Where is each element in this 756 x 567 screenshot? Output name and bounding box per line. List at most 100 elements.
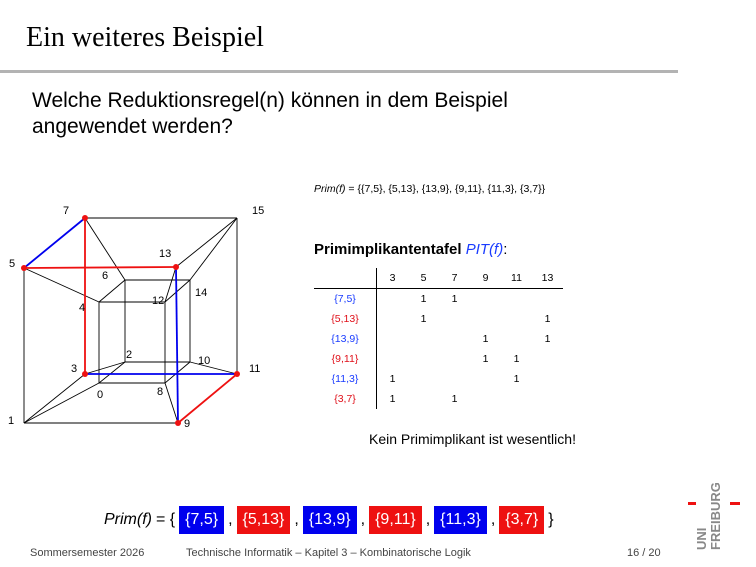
table-cell [470,289,501,310]
vertex-label-12: 12 [152,295,164,307]
connecting-edges [23,217,238,424]
table-cell [532,289,563,310]
prime-implicant-chip: {13,9} [302,506,357,534]
blue-edges [23,217,237,424]
university-logo: UNI FREIBURG [688,482,740,550]
table-cell [470,309,501,329]
table-cell [501,309,532,329]
table-cell: 1 [451,393,458,405]
pit-heading-text: Primimplikantentafel [314,241,462,258]
table-cell [532,369,563,389]
logo-text-uni: UNI [694,528,709,550]
pit-heading: Primimplikantentafel PIT(f): [314,241,507,258]
row-header: {5,13} [314,309,377,329]
row-header: {7,5} [314,288,377,309]
table-cell: 1 [482,353,489,365]
row-header: {13,9} [314,329,377,349]
table-cell: 1 [420,293,427,305]
vertex-label-14: 14 [195,287,207,299]
vertex-label-15: 15 [252,205,264,217]
table-cell: 1 [544,333,551,345]
table-cell: 1 [420,313,427,325]
vertex-labels: 0 1 2 3 4 5 6 7 8 9 10 11 12 13 14 15 [8,205,264,430]
column-header: 9 [470,268,501,289]
column-header: 11 [501,268,532,289]
logo-text-freiburg: FREIBURG [708,482,723,550]
table-cell [408,329,439,349]
row-header: {11,3} [314,369,377,389]
prim-label: Prim(f) [314,183,346,195]
table-cell [377,289,409,310]
vertex-label-5: 5 [9,258,15,270]
table-row: {13,9} 1 1 [314,329,563,349]
table-cell [501,289,532,310]
table-cell [501,329,532,349]
vertex-label-13: 13 [159,248,171,260]
column-header: 13 [532,268,563,289]
table-cell [439,349,470,369]
table-cell: 1 [482,333,489,345]
pit-colon: : [503,241,508,258]
prim-bottom-close: } [548,511,554,528]
prim-expression: = {{7,5}, {5,13}, {13,9}, {9,11}, {11,3}… [345,183,546,195]
chip-separator: , [360,511,366,528]
footer-course: Technische Informatik – Kapitel 3 – Komb… [186,547,471,559]
table-cell [532,349,563,369]
table-corner [314,268,377,289]
table-cell: 1 [513,373,520,385]
essential-notice: Kein Primimplikant ist wesentlich! [369,431,576,447]
prim-bottom-label: Prim(f) [104,511,152,528]
prime-implicant-chip: {9,11} [369,506,422,534]
marked-vertices [21,215,240,426]
title-rule [0,70,678,73]
footer-semester: Sommersemester 2026 [30,547,145,559]
column-header: 5 [408,268,439,289]
table-cell [377,349,409,369]
chip-separator: , [490,511,496,528]
table-row: {11,3} 1 1 [314,369,563,389]
prim-chips-formula: Prim(f) = { {7,5},{5,13},{13,9},{9,11},{… [104,506,554,534]
pit-symbol: PIT(f) [465,241,504,258]
table-cell [501,389,532,409]
prime-implicant-chip: {5,13} [236,506,291,534]
column-header: 3 [376,268,408,289]
table-row: {3,7} 1 1 [314,389,563,409]
table-cell: 1 [389,373,396,385]
vertex-label-0: 0 [97,389,103,401]
prime-implicant-chip: {7,5} [179,506,225,534]
table-cell [470,389,501,409]
table-cell: 1 [389,393,396,405]
vertex-label-7: 7 [63,205,69,217]
table-cell [377,329,409,349]
table-header-row: 3 5 7 9 11 13 [314,268,563,289]
hypercube-diagram: 0 1 2 3 4 5 6 7 8 9 10 11 12 13 14 15 [8,205,264,430]
table-cell [439,369,470,389]
chip-separator: , [425,511,431,528]
page-title: Ein weiteres Beispiel [26,22,264,53]
vertex-label-9: 9 [184,418,190,430]
vertex-label-6: 6 [102,270,108,282]
question-text: Welche Reduktionsregel(n) können in dem … [32,89,508,138]
prime-implicant-chip: {11,3} [434,506,487,534]
vertex-label-1: 1 [8,415,14,427]
table-cell [408,369,439,389]
prim-chip-list: {7,5},{5,13},{13,9},{9,11},{11,3},{3,7} [179,506,545,534]
table-cell [408,349,439,369]
vertex-label-10: 10 [198,355,210,367]
inner-cube-edges [98,279,191,384]
vertex-label-4: 4 [79,302,85,314]
chip-separator: , [228,511,233,528]
table-cell: 1 [451,293,458,305]
red-edges [23,218,238,424]
chip-separator: , [294,511,299,528]
row-header: {9,11} [314,349,377,369]
vertex-label-2: 2 [126,349,132,361]
table-cell [470,369,501,389]
footer-page-number: 16 / 20 [627,547,661,559]
row-header: {3,7} [314,389,377,409]
vertex-label-3: 3 [71,363,77,375]
